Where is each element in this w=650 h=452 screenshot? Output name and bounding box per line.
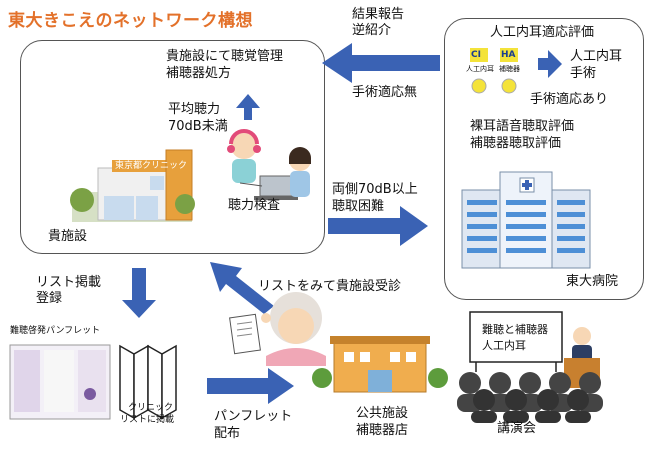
list-visit-arrow bbox=[210, 262, 274, 314]
hospital-eval-title: 人工内耳適応評価 bbox=[490, 25, 595, 40]
results-arrow bbox=[322, 43, 440, 83]
public-facility-icon bbox=[312, 336, 448, 393]
ci-badge: CI bbox=[471, 50, 481, 60]
ci-icon bbox=[470, 48, 488, 94]
surgery-line-2: 手術 bbox=[570, 66, 597, 81]
hospital-label: 東大病院 bbox=[566, 274, 619, 289]
list-register-line-2: 登録 bbox=[36, 291, 63, 306]
hospital-windows bbox=[467, 200, 585, 253]
pamphlet-image bbox=[9, 344, 111, 420]
refer-line-2: 聴取困難 bbox=[332, 199, 385, 214]
pamphlet-caption-line-2: リストに掲載 bbox=[120, 415, 175, 425]
threshold-line-1: 平均聴力 bbox=[168, 102, 221, 117]
ci-caption: 人工内耳 bbox=[466, 65, 494, 73]
distribute-arrow bbox=[207, 368, 294, 404]
hospital-eval-line-1: 裸耳語音聴取評価 bbox=[470, 119, 575, 134]
lecture-board-line-1: 難聴と補聴器 bbox=[482, 323, 548, 336]
patient-reading-icon bbox=[229, 292, 326, 366]
hearing-test-icon bbox=[227, 129, 311, 200]
pamphlet-open-icon bbox=[119, 344, 177, 420]
results-line-1: 結果報告 bbox=[352, 7, 405, 22]
ha-caption: 補聴器 bbox=[499, 65, 520, 73]
lecture-board bbox=[469, 311, 563, 372]
list-visit-label: リストをみて貴施設受診 bbox=[258, 279, 402, 294]
surgery-arrow bbox=[538, 50, 562, 78]
list-register-arrow bbox=[122, 268, 156, 318]
ha-badge: HA bbox=[501, 50, 516, 60]
up-arrow bbox=[236, 94, 260, 120]
clinic-building-icon bbox=[70, 149, 195, 222]
clinic-label: 貴施設 bbox=[48, 229, 88, 244]
public-label-line-2: 補聴器店 bbox=[356, 423, 409, 438]
hospital-eval-line-2: 補聴器聴取評価 bbox=[470, 136, 562, 151]
page-title: 東大きこえのネットワーク構想 bbox=[8, 11, 253, 31]
distribute-line-2: 配布 bbox=[214, 426, 241, 441]
list-register-line-1: リスト掲載 bbox=[36, 275, 102, 290]
surgery-line-1: 人工内耳 bbox=[570, 49, 623, 64]
hearing-test-label: 聴力検査 bbox=[228, 198, 281, 213]
refer-arrow bbox=[328, 206, 428, 246]
clinic-sign: 東京都クリニック bbox=[115, 161, 188, 171]
ha-icon bbox=[500, 48, 518, 94]
refer-line-1: 両側70dB以上 bbox=[332, 182, 418, 197]
surgery-indicated-label: 手術適応あり bbox=[530, 92, 609, 107]
public-label-line-1: 公共施設 bbox=[356, 406, 409, 421]
clinic-management-line-1: 貴施設にて聴覚管理 bbox=[166, 49, 284, 64]
no-surgery-label: 手術適応無 bbox=[352, 85, 418, 100]
pamphlet-title: 難聴啓発パンフレット bbox=[10, 326, 101, 336]
lecture-board-line-2: 人工内耳 bbox=[482, 339, 526, 352]
distribute-line-1: パンフレット bbox=[214, 409, 293, 424]
results-line-2: 逆紹介 bbox=[352, 23, 392, 38]
clinic-management-line-2: 補聴器処方 bbox=[166, 66, 232, 81]
threshold-line-2: 70dB未満 bbox=[168, 119, 228, 134]
pamphlet-caption-line-1: クリニック bbox=[128, 403, 174, 413]
hospital-building-icon bbox=[461, 171, 591, 269]
lecture-label: 講演会 bbox=[497, 421, 537, 436]
audience-icon bbox=[457, 372, 603, 423]
